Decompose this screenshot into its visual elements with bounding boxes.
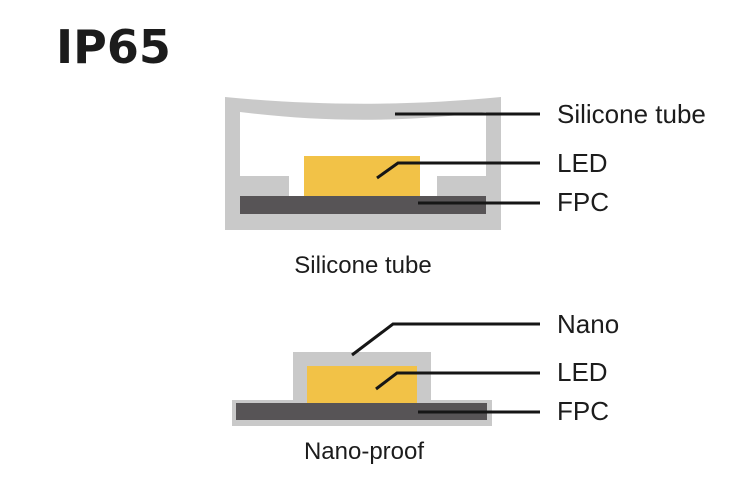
nano-proof-cross-section [232, 322, 540, 426]
silicone-tube-right-wall [486, 104, 501, 230]
fpc-board [240, 196, 486, 214]
label-led: LED [557, 148, 608, 178]
label-led: LED [557, 357, 608, 387]
label-nano: Nano [557, 309, 620, 339]
label-silicone-tube: Silicone tube [557, 99, 706, 129]
leader-line-led [375, 371, 540, 391]
leader-line-nano [351, 322, 540, 357]
label-fpc: FPC [557, 396, 609, 426]
silicone-tube-left-ledge [240, 176, 289, 196]
fpc-board [236, 403, 487, 420]
leader-line-led [376, 161, 540, 180]
silicone-tube-cross-section [225, 97, 540, 230]
silicone-tube-right-ledge [437, 176, 486, 196]
label-fpc: FPC [557, 187, 609, 217]
silicone-tube-top-band [225, 97, 501, 120]
caption-silicone-tube: Silicone tube [294, 252, 432, 279]
page-title: IP65 [56, 20, 171, 74]
silicone-tube-left-wall [225, 104, 240, 230]
silicone-tube-bottom-wall [225, 214, 501, 230]
caption-nano-proof: Nano-proof [303, 438, 425, 465]
